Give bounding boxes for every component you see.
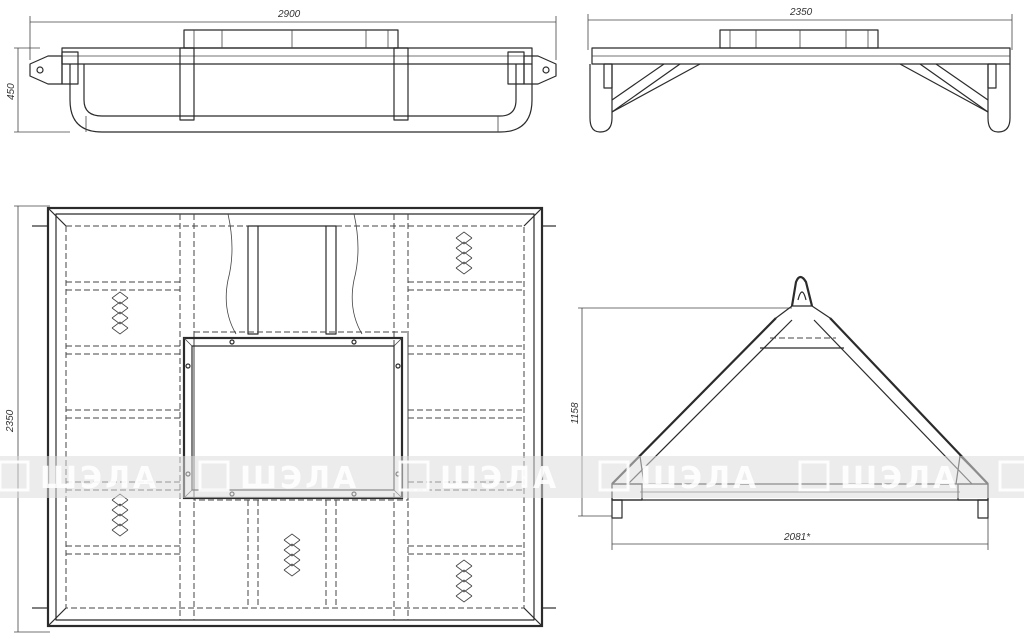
watermark-text: ШЭЛА bbox=[440, 461, 559, 496]
plan-view: 2350 bbox=[5, 205, 556, 633]
watermark-logo-icon bbox=[998, 460, 1024, 492]
watermark-logo-icon bbox=[198, 460, 230, 492]
watermark-band bbox=[0, 456, 1024, 498]
dimension-top-width: 2900 bbox=[277, 9, 301, 20]
lifting-frame-view: 1158 2081* bbox=[570, 275, 989, 550]
watermark-text: ШЭЛА bbox=[240, 461, 359, 496]
mesh-symbol bbox=[283, 533, 301, 577]
mesh-symbol bbox=[455, 231, 473, 275]
watermark-text: ШЭЛА bbox=[840, 461, 959, 496]
watermark-logo-icon bbox=[0, 460, 30, 492]
dimension-frame-width: 2081* bbox=[783, 532, 811, 543]
dimension-side-height: 450 bbox=[6, 83, 17, 100]
watermark-text: ШЭЛА bbox=[40, 461, 159, 496]
dimension-plan-height: 2350 bbox=[5, 409, 16, 433]
watermark-logo-icon bbox=[598, 460, 630, 492]
watermark-logo-icon bbox=[798, 460, 830, 492]
mesh-symbol bbox=[111, 291, 129, 335]
dimension-frame-height: 1158 bbox=[570, 402, 581, 424]
mesh-symbol bbox=[111, 493, 129, 537]
mesh-symbol bbox=[455, 559, 473, 603]
watermark-text: ШЭЛА bbox=[640, 461, 759, 496]
watermark-group: ШЭЛАШЭЛАШЭЛАШЭЛАШЭЛАШЭЛА bbox=[0, 460, 1024, 496]
watermark-logo-icon bbox=[398, 460, 430, 492]
dimension-right-width: 2350 bbox=[789, 7, 813, 18]
side-elevation-view: 2900 450 bbox=[6, 9, 557, 133]
end-elevation-view: 2350 bbox=[587, 7, 1013, 133]
